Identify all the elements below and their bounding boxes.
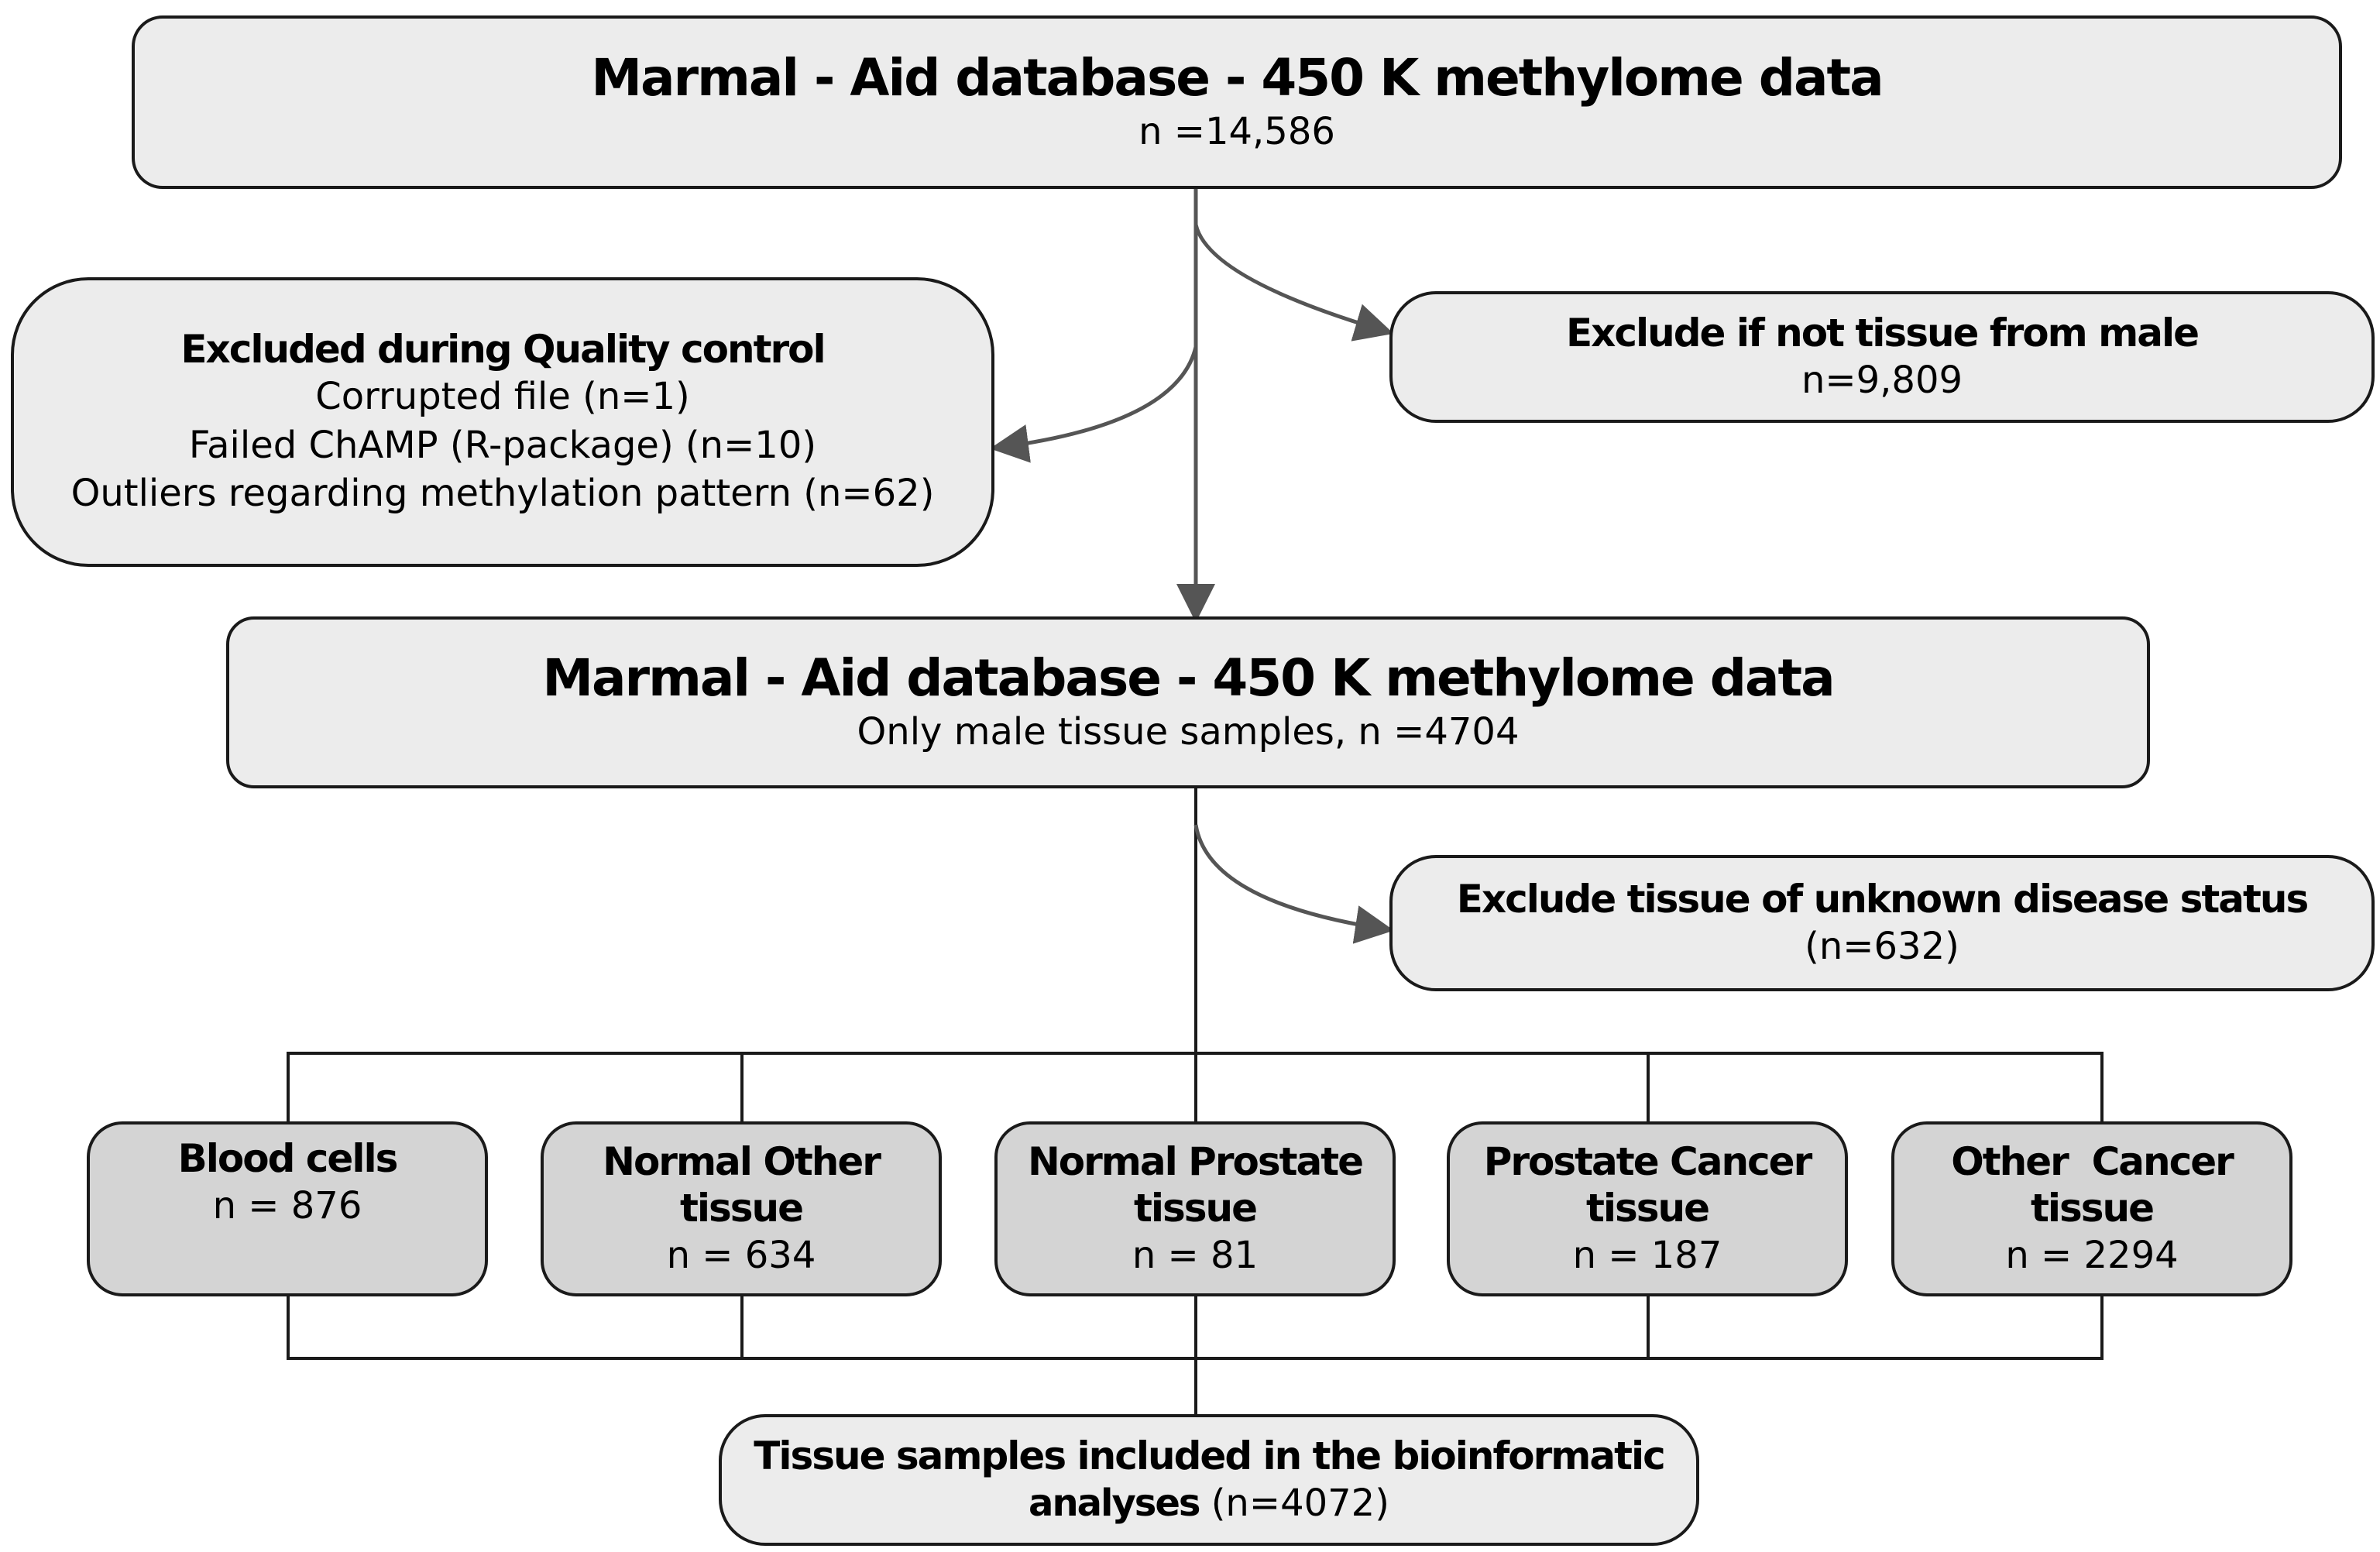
final-included-line-1: Tissue samples included in the bioinform… [754, 1433, 1666, 1478]
male-samples-subtitle: Only male tissue samples, n =4704 [857, 709, 1520, 754]
male-exclusion-title: Exclude if not tissue from male [1565, 310, 2200, 355]
arrow-to-unknown-exclusion [1193, 824, 1394, 944]
category-blood-cells: Blood cells n = 876 [87, 1121, 488, 1296]
arrow-to-male-exclusion [1193, 224, 1394, 342]
category-label: Blood cells [177, 1136, 399, 1181]
source-database-box: Marmal - Aid database - 450 K methylome … [132, 15, 2342, 189]
final-included-analyses: analyses [1029, 1481, 1200, 1525]
unknown-status-count: (n=632) [1805, 924, 1959, 968]
category-normal-prostate: Normal Prostate tissue n = 81 [994, 1121, 1396, 1296]
qc-exclusion-box: Excluded during Quality control Corrupte… [11, 277, 994, 567]
unknown-status-title: Exclude tissue of unknown disease status [1456, 876, 2310, 922]
male-exclusion-box: Exclude if not tissue from male n=9,809 [1389, 291, 2375, 423]
category-label-2: tissue [679, 1185, 804, 1231]
category-count: n = 2294 [2005, 1233, 2179, 1277]
source-database-title: Marmal - Aid database - 450 K methylome … [591, 47, 1884, 108]
category-label-2: tissue [1133, 1185, 1258, 1231]
category-label-2: tissue [2030, 1185, 2155, 1231]
category-label: Prostate Cancer [1483, 1138, 1813, 1184]
category-count: n = 81 [1132, 1233, 1259, 1277]
category-count: n = 187 [1572, 1233, 1722, 1277]
arrow-to-qc-exclusion [990, 346, 1198, 463]
category-count: n = 634 [666, 1233, 816, 1277]
category-bracket-top [287, 1052, 2104, 1121]
qc-exclusion-line-3: Outliers regarding methylation pattern (… [70, 472, 935, 516]
final-included-count: (n=4072) [1199, 1481, 1389, 1525]
male-samples-title: Marmal - Aid database - 450 K methylome … [542, 647, 1835, 708]
source-database-count: n =14,586 [1138, 109, 1335, 153]
final-included-line-2: analyses (n=4072) [1029, 1479, 1389, 1527]
qc-exclusion-title: Excluded during Quality control [180, 327, 826, 373]
category-normal-other: Normal Other tissue n = 634 [541, 1121, 942, 1296]
category-prostate-cancer: Prostate Cancer tissue n = 187 [1447, 1121, 1848, 1296]
category-count: n = 876 [212, 1184, 362, 1228]
qc-exclusion-line-1: Corrupted file (n=1) [315, 375, 690, 419]
category-other-cancer: Other Cancer tissue n = 2294 [1891, 1121, 2292, 1296]
unknown-status-box: Exclude tissue of unknown disease status… [1389, 855, 2375, 991]
category-label: Normal Prostate [1027, 1138, 1364, 1184]
qc-exclusion-line-2: Failed ChAMP (R-package) (n=10) [188, 423, 817, 467]
final-included-box: Tissue samples included in the bioinform… [719, 1414, 1699, 1546]
category-label: Normal Other [603, 1138, 881, 1184]
male-samples-box: Marmal - Aid database - 450 K methylome … [226, 616, 2150, 788]
category-label: Other Cancer [1951, 1138, 2234, 1184]
male-exclusion-count: n=9,809 [1801, 358, 1963, 402]
category-label-2: tissue [1585, 1185, 1710, 1231]
